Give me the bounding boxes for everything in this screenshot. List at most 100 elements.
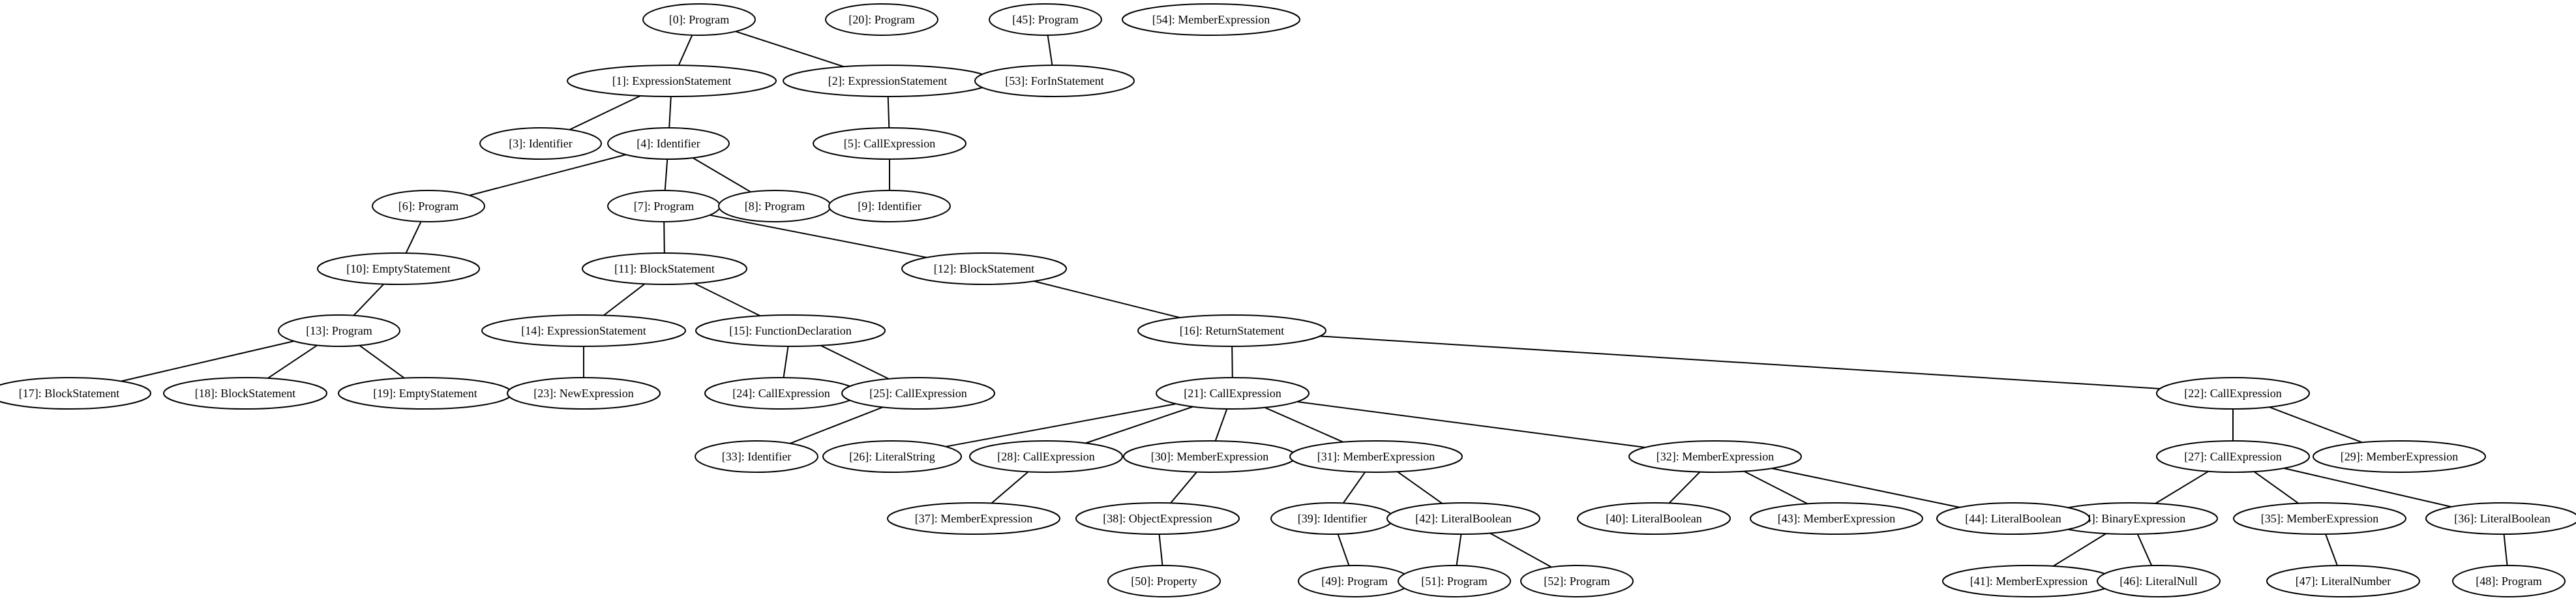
tree-node-46: [46]: LiteralNull — [2097, 565, 2221, 597]
node-ellipse — [695, 440, 818, 473]
tree-node-18: [18]: BlockStatement — [163, 377, 327, 410]
node-label: [34]: BinaryExpression — [2076, 512, 2185, 525]
tree-node-5: [5]: CallExpression — [813, 127, 966, 160]
node-label: [10]: EmptyStatement — [346, 262, 450, 275]
tree-node-35: [35]: MemberExpression — [2233, 502, 2406, 535]
edge-1-4 — [668, 96, 672, 128]
edge-32-44 — [1771, 468, 1960, 508]
tree-node-6: [6]: Program — [372, 190, 485, 222]
tree-node-45: [45]: Program — [989, 3, 1102, 36]
node-label: [22]: CallExpression — [2184, 387, 2281, 400]
node-label: [0]: Program — [669, 13, 729, 26]
tree-node-40: [40]: LiteralBoolean — [1577, 502, 1731, 535]
tree-node-44: [44]: LiteralBoolean — [1936, 502, 2090, 535]
edge-1-3 — [569, 95, 641, 130]
tree-node-22: [22]: CallExpression — [2156, 377, 2310, 410]
edge-34-46 — [2136, 534, 2153, 566]
node-label: [27]: CallExpression — [2184, 450, 2281, 463]
node-ellipse — [1520, 565, 1634, 597]
edge-4-8 — [692, 157, 751, 193]
tree-node-23: [23]: NewExpression — [507, 377, 661, 410]
tree-node-41: [41]: MemberExpression — [1942, 565, 2116, 597]
edge-7-11 — [663, 221, 665, 254]
edge-42-51 — [1456, 534, 1462, 566]
edge-36-48 — [2503, 534, 2508, 566]
tree-node-42: [42]: LiteralBoolean — [1386, 502, 1540, 535]
node-label: [42]: LiteralBoolean — [1415, 512, 1511, 525]
tree-node-38: [38]: ObjectExpression — [1075, 502, 1240, 535]
tree-node-49: [49]: Program — [1298, 565, 1411, 597]
tree-node-15: [15]: FunctionDeclaration — [695, 314, 886, 347]
tree-node-50: [50]: Property — [1107, 565, 1221, 597]
node-ellipse — [1156, 377, 1310, 410]
tree-node-27: [27]: CallExpression — [2156, 440, 2310, 473]
edge-25-33 — [790, 406, 884, 444]
node-label: [12]: BlockStatement — [934, 262, 1034, 275]
edge-2-5 — [887, 96, 890, 128]
node-ellipse — [2233, 502, 2406, 535]
edge-21-28 — [1085, 406, 1193, 444]
node-label: [32]: MemberExpression — [1656, 450, 1774, 463]
node-ellipse — [1398, 565, 1511, 597]
edge-32-40 — [1668, 471, 1701, 504]
edge-39-49 — [1337, 534, 1350, 566]
edge-13-17 — [121, 340, 295, 382]
node-label: [11]: BlockStatement — [614, 262, 715, 275]
tree-node-19: [19]: EmptyStatement — [338, 377, 513, 410]
edge-22-29 — [2269, 406, 2363, 444]
node-label: [54]: MemberExpression — [1152, 13, 1270, 26]
node-ellipse — [1750, 502, 1923, 535]
node-label: [45]: Program — [1012, 13, 1078, 26]
node-label: [23]: NewExpression — [533, 387, 633, 400]
edge-13-19 — [359, 344, 405, 379]
node-label: [35]: MemberExpression — [2261, 512, 2378, 525]
node-label: [30]: MemberExpression — [1151, 450, 1268, 463]
tree-node-1: [1]: ExpressionStatement — [567, 65, 777, 97]
node-ellipse — [825, 3, 938, 36]
edge-31-39 — [1342, 472, 1366, 504]
node-label: [38]: ObjectExpression — [1103, 512, 1212, 525]
node-label: [3]: Identifier — [509, 137, 572, 150]
tree-node-47: [47]: LiteralNumber — [2266, 565, 2420, 597]
tree-node-21: [21]: CallExpression — [1156, 377, 1310, 410]
tree-node-33: [33]: Identifier — [695, 440, 818, 473]
tree-node-7: [7]: Program — [607, 190, 721, 222]
node-label: [41]: MemberExpression — [1970, 575, 2088, 588]
node-label: [49]: Program — [1321, 575, 1387, 588]
node-label: [31]: MemberExpression — [1317, 450, 1435, 463]
node-label: [17]: BlockStatement — [19, 387, 119, 400]
edge-7-12 — [710, 214, 927, 258]
node-label: [40]: LiteralBoolean — [1606, 512, 1701, 525]
tree-node-16: [16]: ReturnStatement — [1137, 314, 1326, 347]
tree-node-9: [9]: Identifier — [828, 190, 951, 222]
node-ellipse — [969, 440, 1123, 473]
edge-30-38 — [1170, 472, 1197, 504]
edge-4-6 — [469, 154, 626, 196]
node-label: [7]: Program — [634, 200, 694, 213]
edge-45-53 — [1047, 35, 1053, 66]
node-label: [51]: Program — [1421, 575, 1487, 588]
node-label: [9]: Identifier — [858, 200, 921, 213]
node-label: [15]: FunctionDeclaration — [729, 324, 851, 337]
tree-node-36: [36]: LiteralBoolean — [2425, 502, 2576, 535]
node-ellipse — [582, 252, 747, 285]
node-ellipse — [2156, 377, 2310, 410]
node-ellipse — [1137, 314, 1326, 347]
node-ellipse — [507, 377, 661, 410]
edge-16-21 — [1231, 346, 1233, 378]
node-ellipse — [607, 127, 730, 160]
node-label: [53]: ForInStatement — [1005, 74, 1103, 87]
node-ellipse — [1122, 3, 1300, 36]
node-ellipse — [372, 190, 485, 222]
node-label: [4]: Identifier — [637, 137, 700, 150]
node-label: [37]: MemberExpression — [915, 512, 1032, 525]
node-ellipse — [1386, 502, 1540, 535]
tree-node-29: [29]: MemberExpression — [2313, 440, 2486, 473]
node-ellipse — [278, 314, 400, 347]
node-label: [44]: LiteralBoolean — [1965, 512, 2061, 525]
tree-node-10: [10]: EmptyStatement — [317, 252, 480, 285]
tree-node-8: [8]: Program — [718, 190, 831, 222]
node-label: [25]: CallExpression — [869, 387, 966, 400]
edge-12-16 — [1034, 280, 1180, 318]
tree-node-24: [24]: CallExpression — [704, 377, 858, 410]
